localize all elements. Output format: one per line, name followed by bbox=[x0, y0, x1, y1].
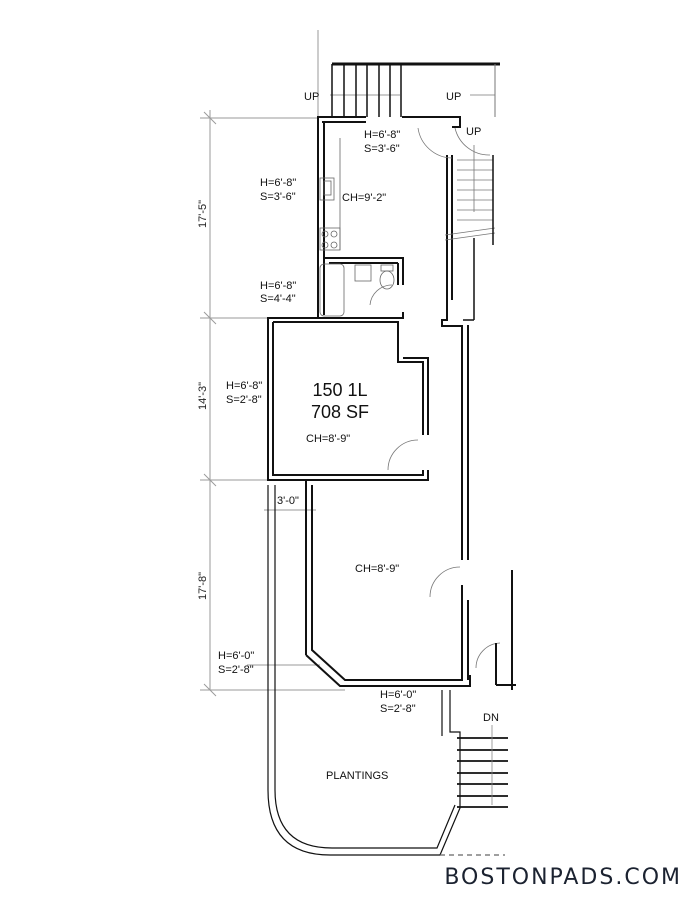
dimension-bottom: 17'-8" bbox=[197, 571, 209, 601]
plantings-border bbox=[267, 485, 505, 856]
window-spec-s: S=2'-8" bbox=[380, 703, 416, 715]
unit-area: 708 SF bbox=[310, 402, 370, 422]
window-spec-h: H=6'-8" bbox=[260, 280, 297, 292]
window-spec-s: S=2'-8" bbox=[226, 394, 262, 406]
window-spec-h: H=6'-0" bbox=[218, 650, 255, 662]
plantings-label: PLANTINGS bbox=[326, 770, 389, 782]
entry-stair-up bbox=[331, 62, 500, 117]
door-swings bbox=[369, 127, 501, 669]
window-spec-h: H=6'-8" bbox=[260, 177, 297, 189]
window-spec-s: S=3'-6" bbox=[260, 191, 296, 203]
ceiling-height-living: CH=8'-9" bbox=[355, 563, 400, 575]
window-spec-h: H=6'-8" bbox=[226, 380, 263, 392]
window-spec-s: S=2'-8" bbox=[218, 664, 254, 676]
dimension-top: 17'-5" bbox=[197, 199, 209, 229]
dimension-lines bbox=[200, 30, 495, 697]
stair-down-label: DN bbox=[483, 712, 499, 724]
window-spec-s: S=3'-6" bbox=[364, 143, 400, 155]
stair-up-label: UP bbox=[304, 91, 320, 103]
window-spec-h: H=6'-0" bbox=[380, 689, 417, 701]
dimension-middle: 14'-3" bbox=[197, 381, 209, 411]
window-spec-s: S=4'-4" bbox=[260, 293, 296, 305]
fixtures bbox=[319, 138, 395, 317]
exit-stair-down bbox=[457, 725, 508, 808]
inner-stair bbox=[444, 145, 496, 241]
ceiling-height-bedroom: CH=8'-9" bbox=[306, 433, 351, 445]
walls bbox=[267, 116, 471, 687]
brand-logo: BOSTONPADS.COM bbox=[444, 865, 682, 890]
unit-number: 150 1L bbox=[312, 380, 368, 400]
stair-up-label: UP bbox=[466, 126, 482, 138]
dimension-walkway: 3'-0" bbox=[277, 495, 299, 507]
window-spec-h: H=6'-8" bbox=[364, 129, 401, 141]
stair-up-label: UP bbox=[446, 91, 462, 103]
ceiling-height-kitchen: CH=9'-2" bbox=[342, 192, 387, 204]
